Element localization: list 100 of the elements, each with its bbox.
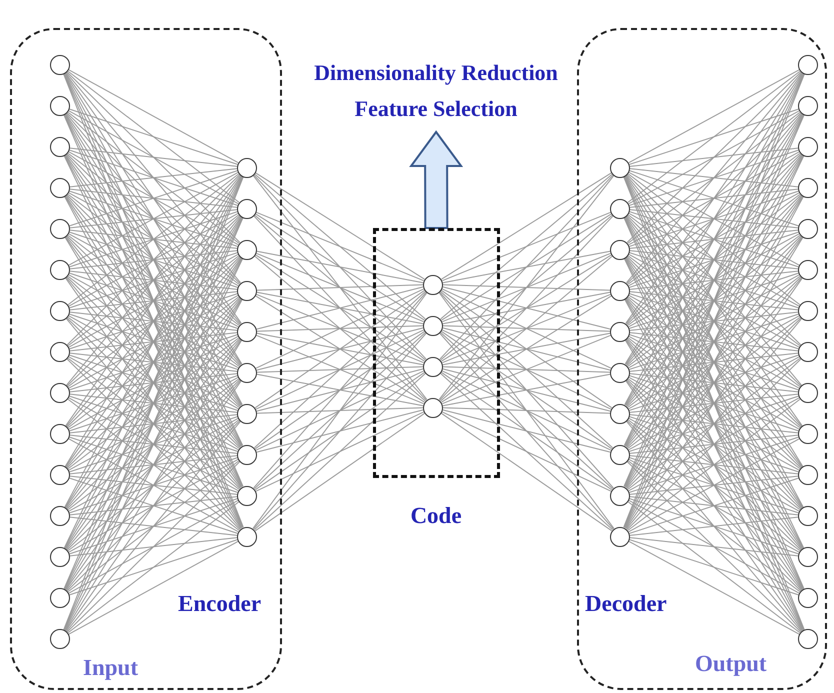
connection-line bbox=[442, 332, 611, 366]
connection-line bbox=[69, 457, 238, 514]
neuron-circle bbox=[237, 198, 257, 218]
connection-line bbox=[66, 276, 240, 448]
connection-line bbox=[629, 168, 799, 188]
connection-line bbox=[69, 496, 238, 516]
connection-line bbox=[626, 256, 802, 468]
neuron-circle bbox=[50, 465, 70, 485]
connection-line bbox=[67, 501, 240, 634]
connection-line bbox=[256, 292, 424, 324]
neuron-circle bbox=[50, 178, 70, 198]
connection-line bbox=[256, 252, 424, 322]
layer-label: Code bbox=[410, 502, 462, 530]
connection-line bbox=[66, 297, 240, 468]
connection-line bbox=[66, 174, 240, 346]
neuron-circle bbox=[237, 362, 257, 382]
connection-line bbox=[629, 108, 799, 165]
neuron-circle bbox=[798, 506, 818, 526]
connection-line bbox=[67, 460, 240, 592]
connection-line bbox=[254, 330, 426, 450]
connection-line bbox=[629, 148, 799, 167]
neuron-circle bbox=[50, 383, 70, 403]
connection-line bbox=[626, 72, 802, 284]
connection-line bbox=[629, 416, 799, 472]
neuron-circle bbox=[50, 588, 70, 608]
heading-text: Dimensionality Reduction bbox=[314, 60, 558, 86]
neuron-circle bbox=[237, 158, 257, 178]
connection-line bbox=[629, 396, 799, 452]
connection-line bbox=[67, 378, 240, 510]
connection-line bbox=[66, 256, 242, 468]
connection-line bbox=[253, 332, 427, 530]
connection-line bbox=[66, 277, 242, 488]
connection-line bbox=[254, 372, 426, 490]
connection-line bbox=[68, 418, 239, 512]
connection-line bbox=[629, 209, 799, 228]
connection-line bbox=[66, 318, 240, 489]
connection-line bbox=[629, 352, 799, 372]
connection-line bbox=[256, 212, 424, 282]
connection-line bbox=[626, 318, 802, 530]
connection-line bbox=[627, 296, 801, 428]
connection-line bbox=[69, 312, 238, 331]
connection-line bbox=[441, 172, 612, 280]
connection-line bbox=[66, 461, 240, 632]
connection-line bbox=[626, 154, 802, 366]
connection-line bbox=[629, 434, 799, 454]
connection-line bbox=[254, 174, 426, 320]
connection-line bbox=[629, 332, 799, 352]
neuron-circle bbox=[423, 356, 443, 376]
connection-line bbox=[626, 297, 802, 468]
connection-line bbox=[256, 286, 424, 330]
connection-line bbox=[67, 234, 240, 367]
connection-line bbox=[66, 174, 242, 386]
connection-line bbox=[629, 457, 799, 514]
connection-line bbox=[67, 214, 240, 346]
neuron-circle bbox=[423, 274, 443, 294]
neuron-circle bbox=[798, 547, 818, 567]
connection-line bbox=[626, 318, 802, 489]
connection-line bbox=[68, 540, 239, 635]
connection-line bbox=[256, 368, 424, 412]
connection-line bbox=[629, 211, 799, 268]
connection-line bbox=[629, 455, 799, 474]
connection-line bbox=[626, 420, 802, 592]
connection-line bbox=[627, 419, 801, 552]
connection-line bbox=[626, 174, 802, 346]
connection-line bbox=[254, 214, 426, 360]
connection-line bbox=[67, 316, 240, 449]
connection-line bbox=[442, 252, 612, 322]
connection-line bbox=[627, 398, 801, 531]
neuron-circle bbox=[50, 547, 70, 567]
connection-line bbox=[256, 325, 424, 332]
connection-line bbox=[627, 173, 801, 306]
connection-line bbox=[626, 154, 802, 325]
connection-line bbox=[628, 356, 800, 450]
connection-line bbox=[629, 394, 799, 413]
connection-line bbox=[627, 460, 801, 592]
connection-line bbox=[255, 213, 425, 321]
layer-label: Input bbox=[83, 654, 138, 682]
connection-line bbox=[627, 152, 801, 285]
connection-line bbox=[629, 375, 799, 432]
connection-line bbox=[69, 270, 238, 290]
neuron-circle bbox=[610, 280, 630, 300]
connection-line bbox=[69, 293, 238, 350]
connection-line bbox=[442, 292, 611, 324]
connection-line bbox=[629, 170, 799, 226]
connection-line bbox=[626, 113, 802, 324]
connection-line bbox=[629, 312, 799, 331]
connection-line bbox=[68, 336, 239, 430]
connection-line bbox=[69, 455, 238, 474]
connection-line bbox=[69, 394, 238, 413]
connection-line bbox=[66, 216, 242, 427]
connection-line bbox=[626, 298, 802, 509]
connection-line bbox=[68, 172, 239, 266]
connection-line bbox=[69, 416, 238, 472]
connection-line bbox=[440, 332, 614, 490]
connection-line bbox=[629, 373, 799, 392]
connection-line bbox=[68, 69, 239, 164]
connection-line bbox=[66, 380, 242, 591]
block-arrow bbox=[409, 130, 464, 229]
neuron-circle bbox=[798, 96, 818, 116]
neuron-circle bbox=[50, 342, 70, 362]
